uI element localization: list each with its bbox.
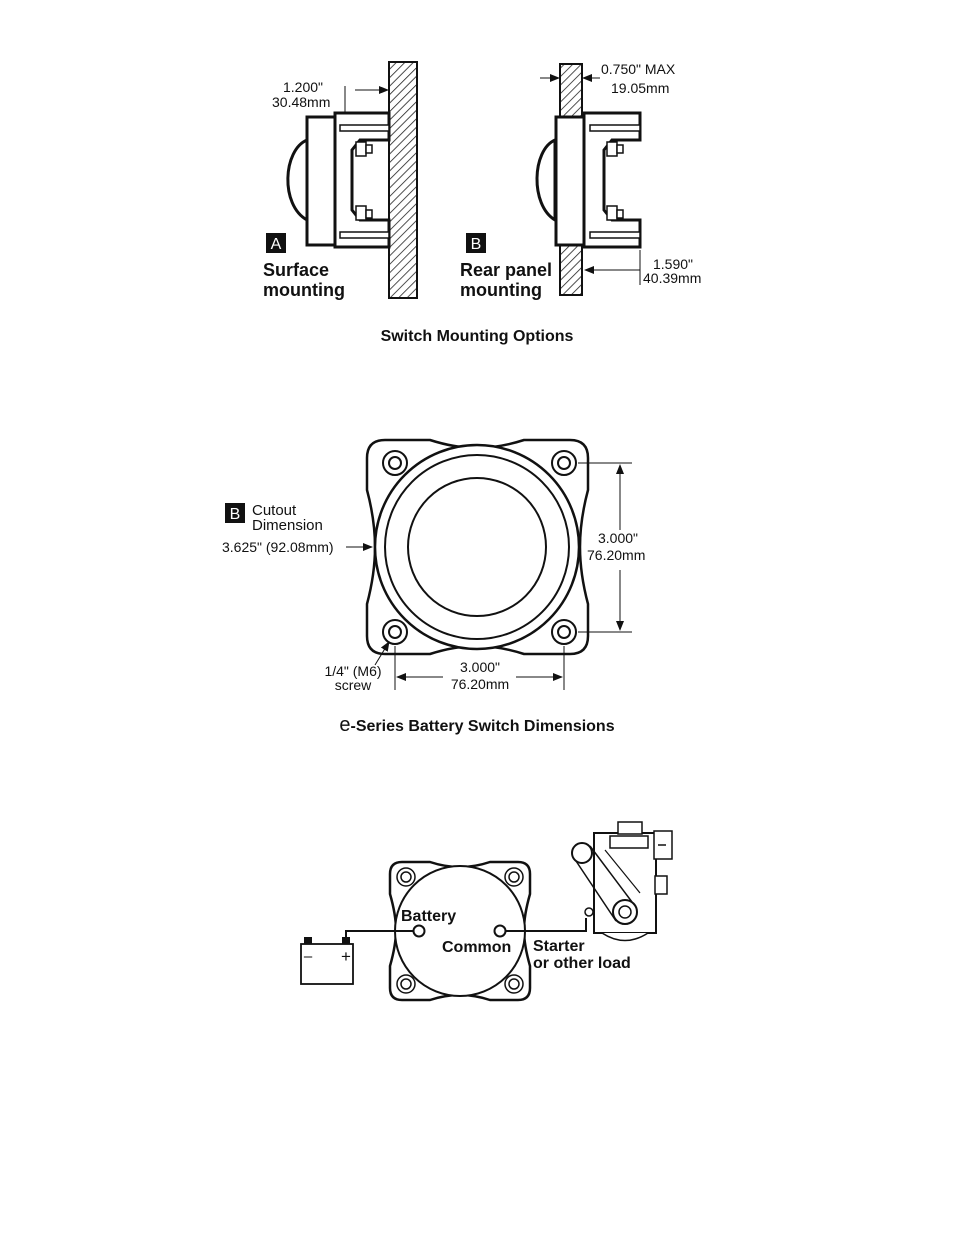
screw-hole-tr	[551, 450, 577, 476]
battery-label: Battery	[401, 908, 456, 925]
dim-b-panel-mm: 19.05mm	[611, 80, 669, 96]
surface-mounting-line1: Surface	[263, 260, 329, 280]
switch-knob-b	[535, 137, 557, 223]
screw-hole-tl	[382, 450, 408, 476]
switch-top-view	[346, 438, 632, 690]
cutout-line1: Cutout	[252, 502, 297, 519]
battery-minus: –	[304, 948, 313, 965]
surface-mounting-figure	[286, 61, 418, 299]
dim-b-panel-in: 0.750" MAX	[601, 61, 676, 77]
screw-line1: 1/4" (M6)	[324, 663, 381, 679]
badge-a-text: A	[271, 236, 282, 253]
load-label-line2: or other load	[533, 955, 631, 972]
dim-a-in: 1.200"	[283, 79, 323, 95]
badge-a: A	[266, 233, 286, 253]
dim-a-mm: 30.48mm	[272, 94, 330, 110]
vertical-dim-mm: 76.20mm	[587, 547, 645, 563]
caption-e: e	[339, 714, 350, 736]
load-label-line1: Starter	[533, 938, 585, 955]
mounting-caption: Switch Mounting Options	[381, 328, 574, 345]
horizontal-dim-in: 3.000"	[460, 659, 500, 675]
switch-body-b	[554, 115, 586, 247]
screw-line2: screw	[335, 677, 372, 693]
wiring-switch	[388, 860, 532, 1002]
common-terminal	[493, 924, 507, 938]
battery-plus: +	[341, 947, 351, 966]
panel-a	[388, 61, 418, 299]
rear-mounting-line1: Rear panel	[460, 260, 552, 280]
screw-hole-br	[551, 619, 577, 645]
battery-wire	[345, 930, 414, 937]
battery-icon: – +	[300, 937, 354, 985]
dim-b-depth-in: 1.590"	[653, 256, 693, 272]
dim-b-depth-mm: 40.39mm	[643, 270, 701, 286]
rear-mounting-figure	[535, 63, 642, 296]
rear-mounting-line2: mounting	[460, 280, 542, 300]
surface-mounting-line2: mounting	[263, 280, 345, 300]
switch-knob-a	[286, 137, 309, 223]
vertical-dim-in: 3.000"	[598, 530, 638, 546]
common-label: Common	[442, 939, 511, 956]
dimensions-caption: e-Series Battery Switch Dimensions	[339, 714, 614, 736]
badge-b-mount-text: B	[471, 236, 482, 253]
screw-hole-bl	[382, 619, 408, 645]
switch-body-a	[305, 115, 337, 247]
badge-b-cutout-text: B	[230, 506, 241, 523]
starter-motor-icon	[571, 821, 673, 942]
caption-rest: -Series Battery Switch Dimensions	[351, 718, 615, 735]
battery-terminal	[412, 924, 426, 938]
cutout-line2: Dimension	[252, 517, 323, 534]
cutout-value: 3.625" (92.08mm)	[222, 539, 334, 555]
horizontal-dim-mm: 76.20mm	[451, 676, 509, 692]
knob-face	[407, 477, 547, 617]
badge-b-mount: B	[466, 233, 486, 253]
load-wire	[505, 918, 587, 932]
badge-b-cutout: B	[225, 503, 245, 523]
